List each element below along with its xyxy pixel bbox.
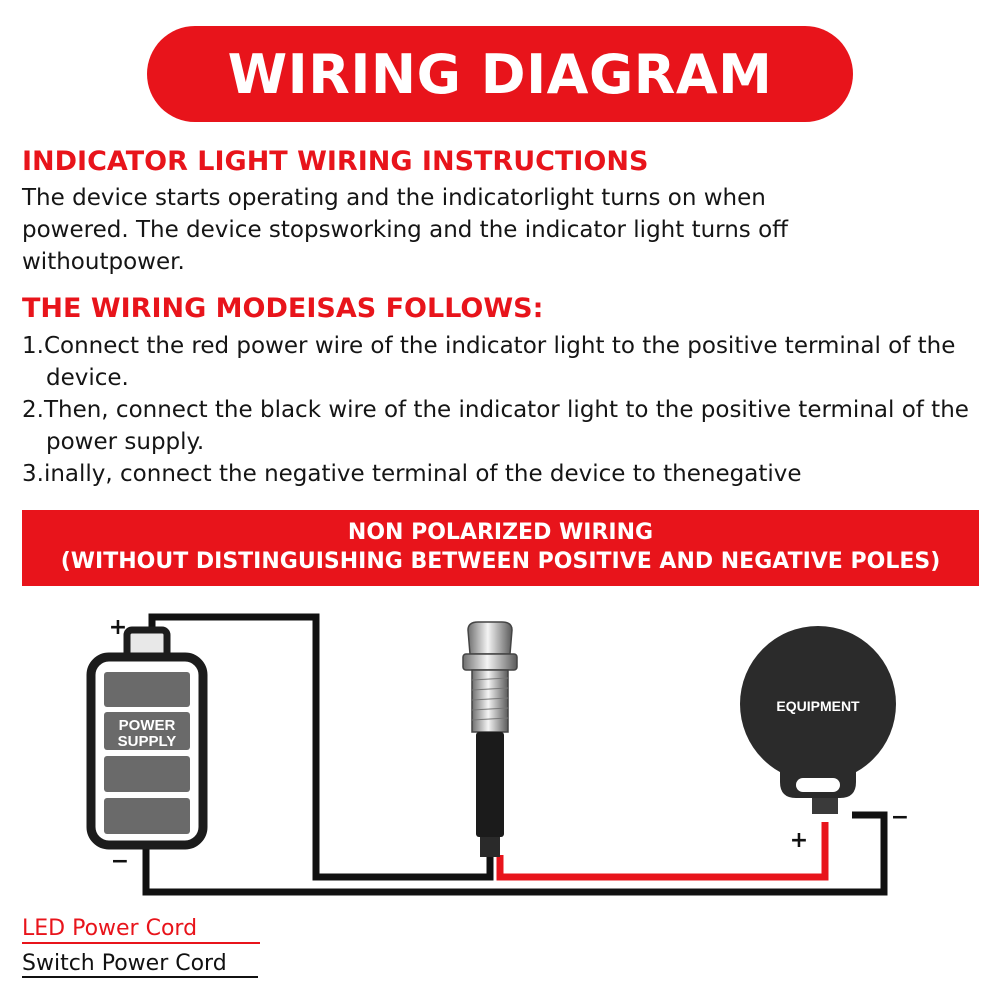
instructions-line: withoutpower. [22, 249, 185, 275]
banner-line-2: (WITHOUT DISTINGUISHING BETWEEN POSITIVE… [60, 549, 941, 574]
section-heading-wiring-mode: THE WIRING MODEISAS FOLLOWS: [22, 293, 544, 324]
battery-plus-sign: + [109, 615, 127, 640]
wiring-diagram: POWER SUPPLY + − EQUIPMENT + − [86, 613, 909, 896]
wiring-step-1: 1.Connect the red power wire of the indi… [22, 333, 956, 391]
wiring-step-2: 2.Then, connect the black wire of the in… [22, 397, 969, 455]
non-polarized-banner: NON POLARIZED WIRING (WITHOUT DISTINGUIS… [22, 510, 979, 586]
section-heading-instructions: INDICATOR LIGHT WIRING INSTRUCTIONS [22, 146, 649, 177]
instructions-line: powered. The device stopsworking and the… [22, 217, 789, 243]
red-wire-lamp-to-equipment [496, 822, 829, 881]
legend-red-line [22, 942, 260, 944]
page-title: WIRING DIAGRAM [227, 42, 773, 106]
equipment-plus-sign: + [790, 828, 808, 853]
instructions-paragraph: The device starts operating and the indi… [22, 182, 982, 278]
equipment-label: EQUIPMENT [776, 698, 860, 714]
legend-led-power-cord: LED Power Cord [22, 916, 198, 941]
instructions-line: The device starts operating and the indi… [22, 185, 766, 211]
indicator-lamp-icon [462, 621, 518, 857]
equipment-icon: EQUIPMENT [740, 626, 896, 814]
banner-line-1: NON POLARIZED WIRING [347, 520, 654, 545]
black-wire-battery-to-equipment [142, 811, 888, 896]
battery-label-line2: SUPPLY [118, 733, 177, 750]
legend-black-line [22, 976, 258, 978]
wiring-step-3: 3.inally, connect the negative terminal … [22, 461, 802, 487]
battery-icon: POWER SUPPLY [86, 626, 208, 850]
legend-switch-power-cord: Switch Power Cord [22, 951, 227, 976]
battery-label-line1: POWER [119, 717, 176, 734]
title-banner: WIRING DIAGRAM [147, 26, 853, 122]
equipment-minus-sign: − [891, 805, 909, 830]
black-wire-battery-to-lamp [148, 613, 494, 881]
battery-minus-sign: − [111, 849, 129, 874]
